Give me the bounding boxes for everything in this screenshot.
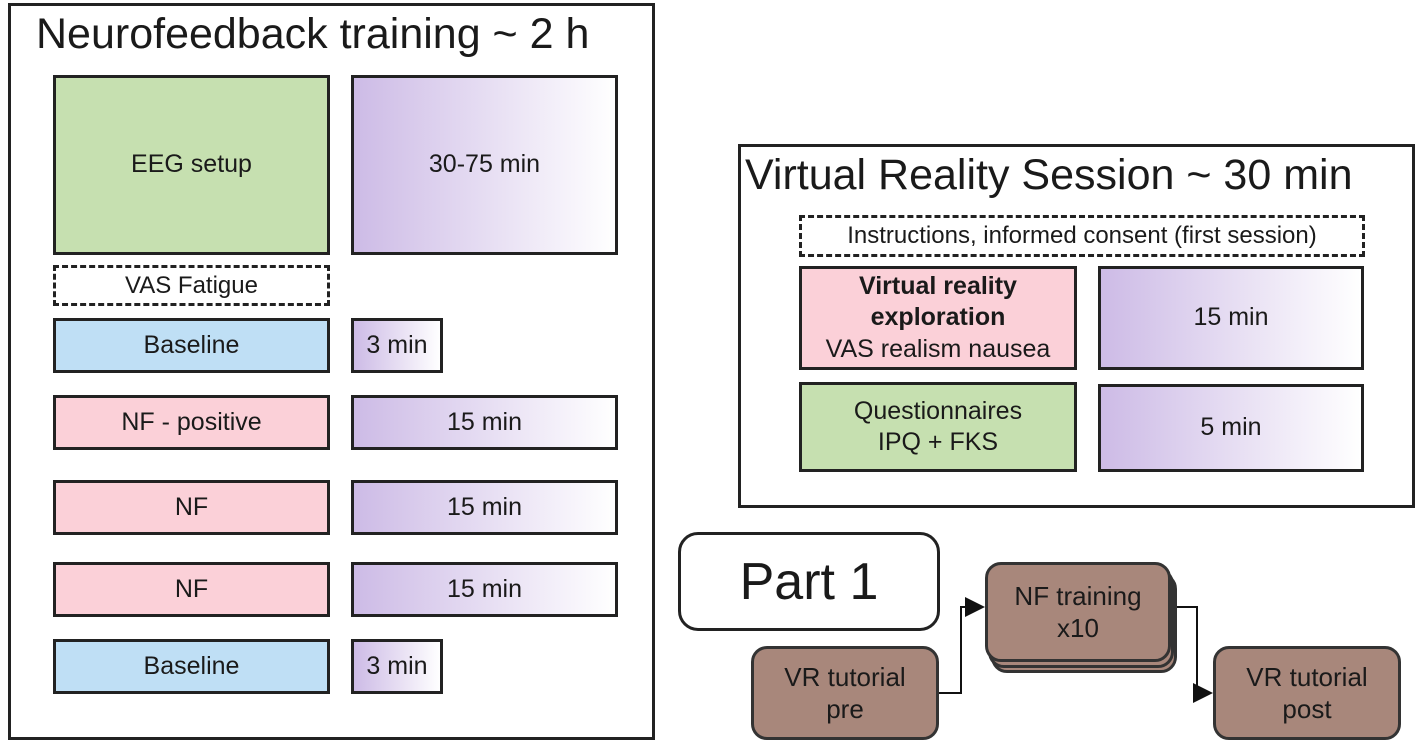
vr-exploration-time: 15 min <box>1193 303 1269 332</box>
vas-fatigue-label: VAS Fatigue <box>125 271 258 299</box>
neurofeedback-title: Neurofeedback training ~ 2 h <box>36 10 590 58</box>
arrow-training-to-post <box>1177 606 1213 703</box>
nf-training-label: NF training <box>1014 580 1142 611</box>
arrow-pre-to-training <box>939 597 985 694</box>
baseline-pre-time: 3 min <box>366 330 428 359</box>
instructions-label: Instructions, informed consent (first se… <box>847 222 1317 249</box>
baseline-post-time-box: 3 min <box>351 639 443 694</box>
instructions-box: Instructions, informed consent (first se… <box>799 215 1365 257</box>
questionnaires-time-box: 5 min <box>1098 384 1364 472</box>
nf-positive-time: 15 min <box>446 407 523 436</box>
part1-label: Part 1 <box>739 552 879 611</box>
baseline-post-box: Baseline <box>53 639 330 694</box>
vr-tutorial-post-label: VR tutorial <box>1246 661 1368 692</box>
vr-exploration-time-box: 15 min <box>1098 266 1364 370</box>
nf-training-box: NF training x10 <box>985 562 1171 662</box>
eeg-setup-time-box: 30-75 min <box>351 75 618 255</box>
eeg-setup-box: EEG setup <box>53 75 330 255</box>
vr-exploration-subtitle: VAS realism nausea <box>825 334 1051 363</box>
eeg-setup-time: 30-75 min <box>428 150 541 179</box>
questionnaires-time: 5 min <box>1200 413 1262 442</box>
nf-1-box: NF <box>53 480 330 535</box>
vr-exploration-title: Virtual reality exploration <box>859 272 1017 332</box>
vr-tutorial-post-sub: post <box>1282 694 1332 724</box>
vr-exploration-box: Virtual reality exploration VAS realism … <box>799 266 1077 370</box>
nf-training-count: x10 <box>1057 613 1099 643</box>
nf-1-label: NF <box>174 492 209 521</box>
eeg-setup-label: EEG setup <box>131 150 252 179</box>
vas-fatigue-box: VAS Fatigue <box>53 265 330 306</box>
vr-tutorial-pre-box: VR tutorial pre <box>751 646 939 740</box>
nf-2-box: NF <box>53 562 330 617</box>
baseline-post-label: Baseline <box>143 651 240 680</box>
questionnaires-sub: IPQ + FKS <box>877 428 999 456</box>
baseline-pre-box: Baseline <box>53 318 330 373</box>
nf-positive-label: NF - positive <box>121 407 262 436</box>
nf-positive-time-box: 15 min <box>351 395 618 450</box>
nf-1-time-box: 15 min <box>351 480 618 535</box>
vr-tutorial-post-box: VR tutorial post <box>1213 646 1401 740</box>
nf-2-time: 15 min <box>446 574 523 603</box>
questionnaires-box: Questionnaires IPQ + FKS <box>799 382 1077 472</box>
nf-2-label: NF <box>174 574 209 603</box>
vr-tutorial-pre-sub: pre <box>826 694 864 724</box>
baseline-pre-label: Baseline <box>143 330 240 359</box>
nf-2-time-box: 15 min <box>351 562 618 617</box>
vr-session-title: Virtual Reality Session ~ 30 min <box>745 151 1353 199</box>
nf-1-time: 15 min <box>446 492 523 521</box>
baseline-pre-time-box: 3 min <box>351 318 443 373</box>
nf-positive-box: NF - positive <box>53 395 330 450</box>
baseline-post-time: 3 min <box>366 651 428 680</box>
vr-tutorial-pre-label: VR tutorial <box>784 661 906 692</box>
part1-label-box: Part 1 <box>678 532 940 631</box>
questionnaires-label: Questionnaires <box>853 396 1023 425</box>
